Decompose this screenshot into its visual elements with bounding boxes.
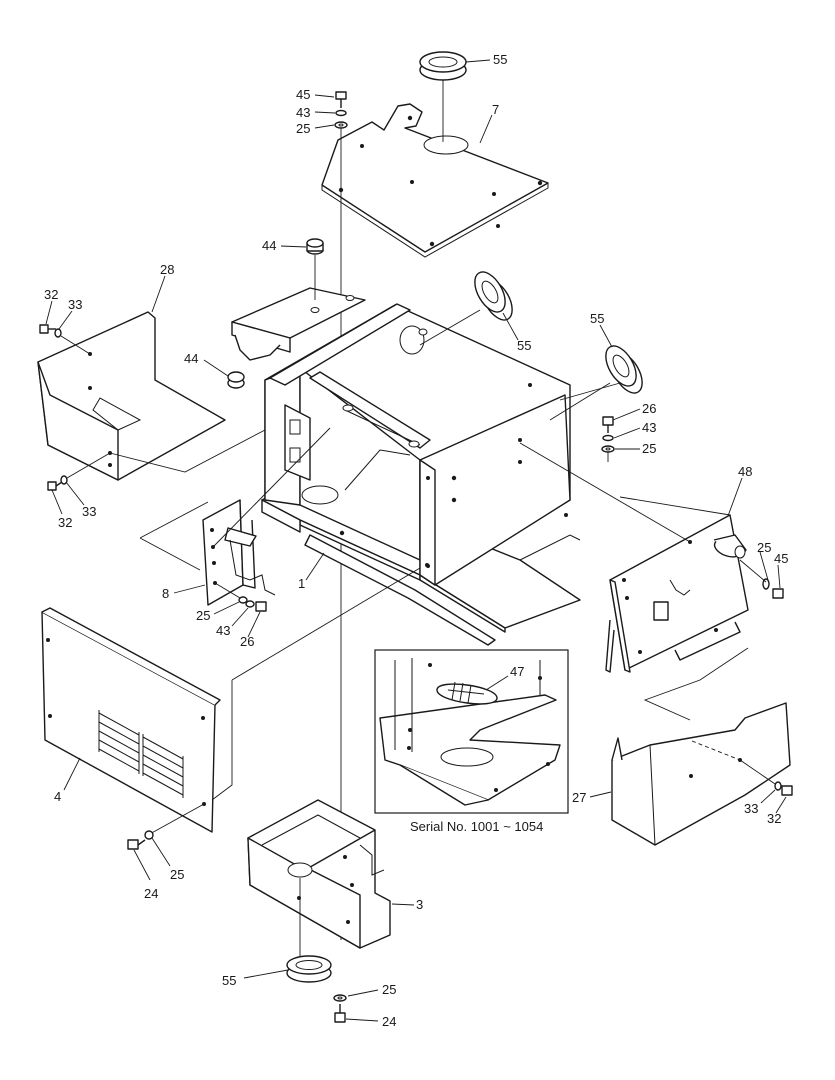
callout-55-center: 55: [517, 338, 531, 353]
callout-27: 27: [572, 790, 586, 805]
callout-47: 47: [510, 664, 524, 679]
side-cover-part-28: [37, 311, 266, 481]
callout-4: 4: [54, 789, 61, 804]
callout-25-right-panel: 25: [757, 540, 771, 555]
bolt-stack-top: [334, 91, 348, 129]
top-plate-part-7: [321, 103, 549, 258]
screw-32-33-left-top: [39, 324, 91, 355]
callout-25-top: 25: [296, 121, 310, 136]
callout-43-bracket: 43: [216, 623, 230, 638]
screw-32-33-right: [774, 781, 793, 796]
bracket-with-grommet-44: [227, 238, 366, 389]
callout-33-left-bottom: 33: [82, 504, 96, 519]
box-part-3: [247, 799, 391, 958]
bolt-25-45-right: [739, 559, 784, 599]
callout-33-left-top: 33: [68, 297, 82, 312]
screw-24-25-front: [127, 830, 154, 850]
screw-25-24-bottom: [333, 994, 347, 1023]
callout-3: 3: [416, 897, 423, 912]
callout-32-right: 32: [767, 811, 781, 826]
callout-44-top: 44: [262, 238, 276, 253]
callout-7: 7: [492, 102, 499, 117]
bracket-part-8: [139, 427, 331, 612]
callout-45-top: 45: [296, 87, 310, 102]
grommet-part-55-bottom: [286, 955, 332, 983]
front-cover-part-4: [41, 567, 421, 836]
callout-labels: 55 7 45 43 25 44 44 28 32 33 55 55 26 43…: [44, 52, 788, 1029]
callout-25-bottom: 25: [382, 982, 396, 997]
side-cover-part-27: [611, 702, 791, 846]
callout-8: 8: [162, 586, 169, 601]
callout-25-front: 25: [170, 867, 184, 882]
callout-28: 28: [160, 262, 174, 277]
callout-45-right-panel: 45: [774, 551, 788, 566]
callout-24-bottom: 24: [382, 1014, 396, 1029]
callout-1: 1: [298, 576, 305, 591]
callout-43-top: 43: [296, 105, 310, 120]
callout-25-right: 25: [642, 441, 656, 456]
main-frame-part-1: [261, 303, 581, 646]
callout-26-bracket: 26: [240, 634, 254, 649]
callout-43-right: 43: [642, 420, 656, 435]
callout-32-left-top: 32: [44, 287, 58, 302]
inset-serial-variant: [374, 649, 569, 814]
callout-55-top: 55: [493, 52, 507, 67]
callout-33-right: 33: [744, 801, 758, 816]
inset-serial-caption: Serial No. 1001 ~ 1054: [410, 819, 543, 834]
grommet-part-55-top: [419, 51, 467, 81]
callout-55-right: 55: [590, 311, 604, 326]
callout-44-left: 44: [184, 351, 198, 366]
vent-slots: [98, 710, 184, 798]
bolt-stack-right: [601, 416, 615, 462]
screw-32-33-left-bottom: [47, 452, 111, 491]
callout-25-bracket: 25: [196, 608, 210, 623]
callout-24-front: 24: [144, 886, 158, 901]
callout-55-bottom: 55: [222, 973, 236, 988]
callout-48: 48: [738, 464, 752, 479]
grommet-part-55-center: [419, 271, 513, 346]
control-panel-part-48: [519, 382, 749, 721]
callout-32-left-bottom: 32: [58, 515, 72, 530]
callout-26-right: 26: [642, 401, 656, 416]
